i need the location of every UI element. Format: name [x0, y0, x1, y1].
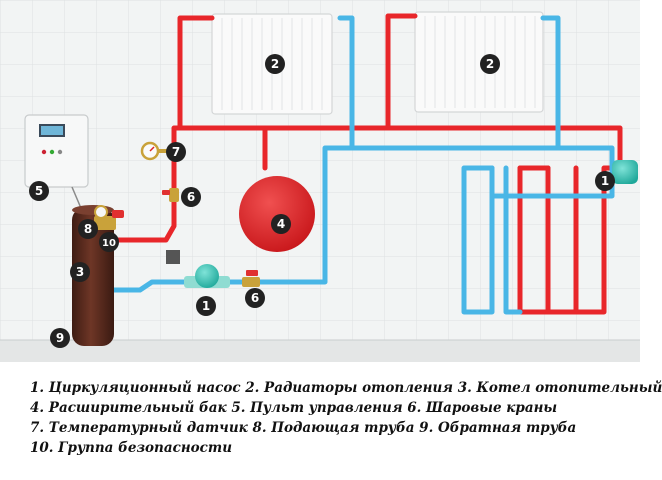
- marker-supply-pipe: 8: [78, 219, 98, 239]
- circulation-pump-main: [166, 250, 230, 288]
- radiator-right: [414, 11, 544, 113]
- marker-safety-group: 10: [99, 232, 119, 252]
- marker-boiler: 3: [70, 262, 90, 282]
- safety-group: [94, 205, 124, 230]
- svg-text:1: 1: [601, 174, 609, 188]
- legend-line-2: 4. Расширительный бак 5. Пульт управлени…: [30, 400, 558, 416]
- legend-caption: 1. Циркуляционный насос 2. Радиаторы ото…: [30, 378, 662, 458]
- svg-text:10: 10: [102, 238, 116, 249]
- marker-return-pipe: 9: [50, 328, 70, 348]
- svg-text:6: 6: [187, 190, 195, 204]
- svg-text:4: 4: [277, 217, 285, 231]
- svg-text:5: 5: [35, 184, 43, 198]
- marker-radiator-right: 2: [480, 54, 500, 74]
- svg-text:2: 2: [486, 57, 494, 71]
- legend-line-4: 10. Группа безопасности: [30, 440, 233, 456]
- marker-expansion-tank: 4: [271, 214, 291, 234]
- legend-line-3: 7. Температурный датчик 8. Подающая труб…: [30, 420, 577, 436]
- marker-control-panel: 5: [29, 181, 49, 201]
- heating-system-diagram: 1 1 2 2 3 4 5 6 6 7 8 9: [0, 0, 640, 362]
- marker-ball-valve-lower: 6: [245, 288, 265, 308]
- marker-pump-floor: 1: [595, 171, 615, 191]
- svg-text:6: 6: [251, 291, 259, 305]
- expansion-tank: [239, 176, 315, 252]
- control-panel: [24, 114, 89, 188]
- ball-valve-lower: [242, 270, 260, 287]
- svg-text:9: 9: [56, 331, 64, 345]
- marker-radiator-left: 2: [265, 54, 285, 74]
- ball-valve-upper: [162, 188, 179, 202]
- legend-line-1: 1. Циркуляционный насос 2. Радиаторы ото…: [30, 380, 662, 396]
- floor: [0, 340, 640, 362]
- circulation-pump-floor: [612, 160, 638, 184]
- svg-text:8: 8: [84, 222, 92, 236]
- svg-text:7: 7: [172, 145, 180, 159]
- marker-ball-valve-upper: 6: [181, 187, 201, 207]
- marker-pump-main: 1: [196, 296, 216, 316]
- svg-text:3: 3: [76, 265, 84, 279]
- svg-text:1: 1: [202, 299, 210, 313]
- svg-text:2: 2: [271, 57, 279, 71]
- temperature-sensor: [140, 141, 174, 161]
- marker-temperature-sensor: 7: [166, 142, 186, 162]
